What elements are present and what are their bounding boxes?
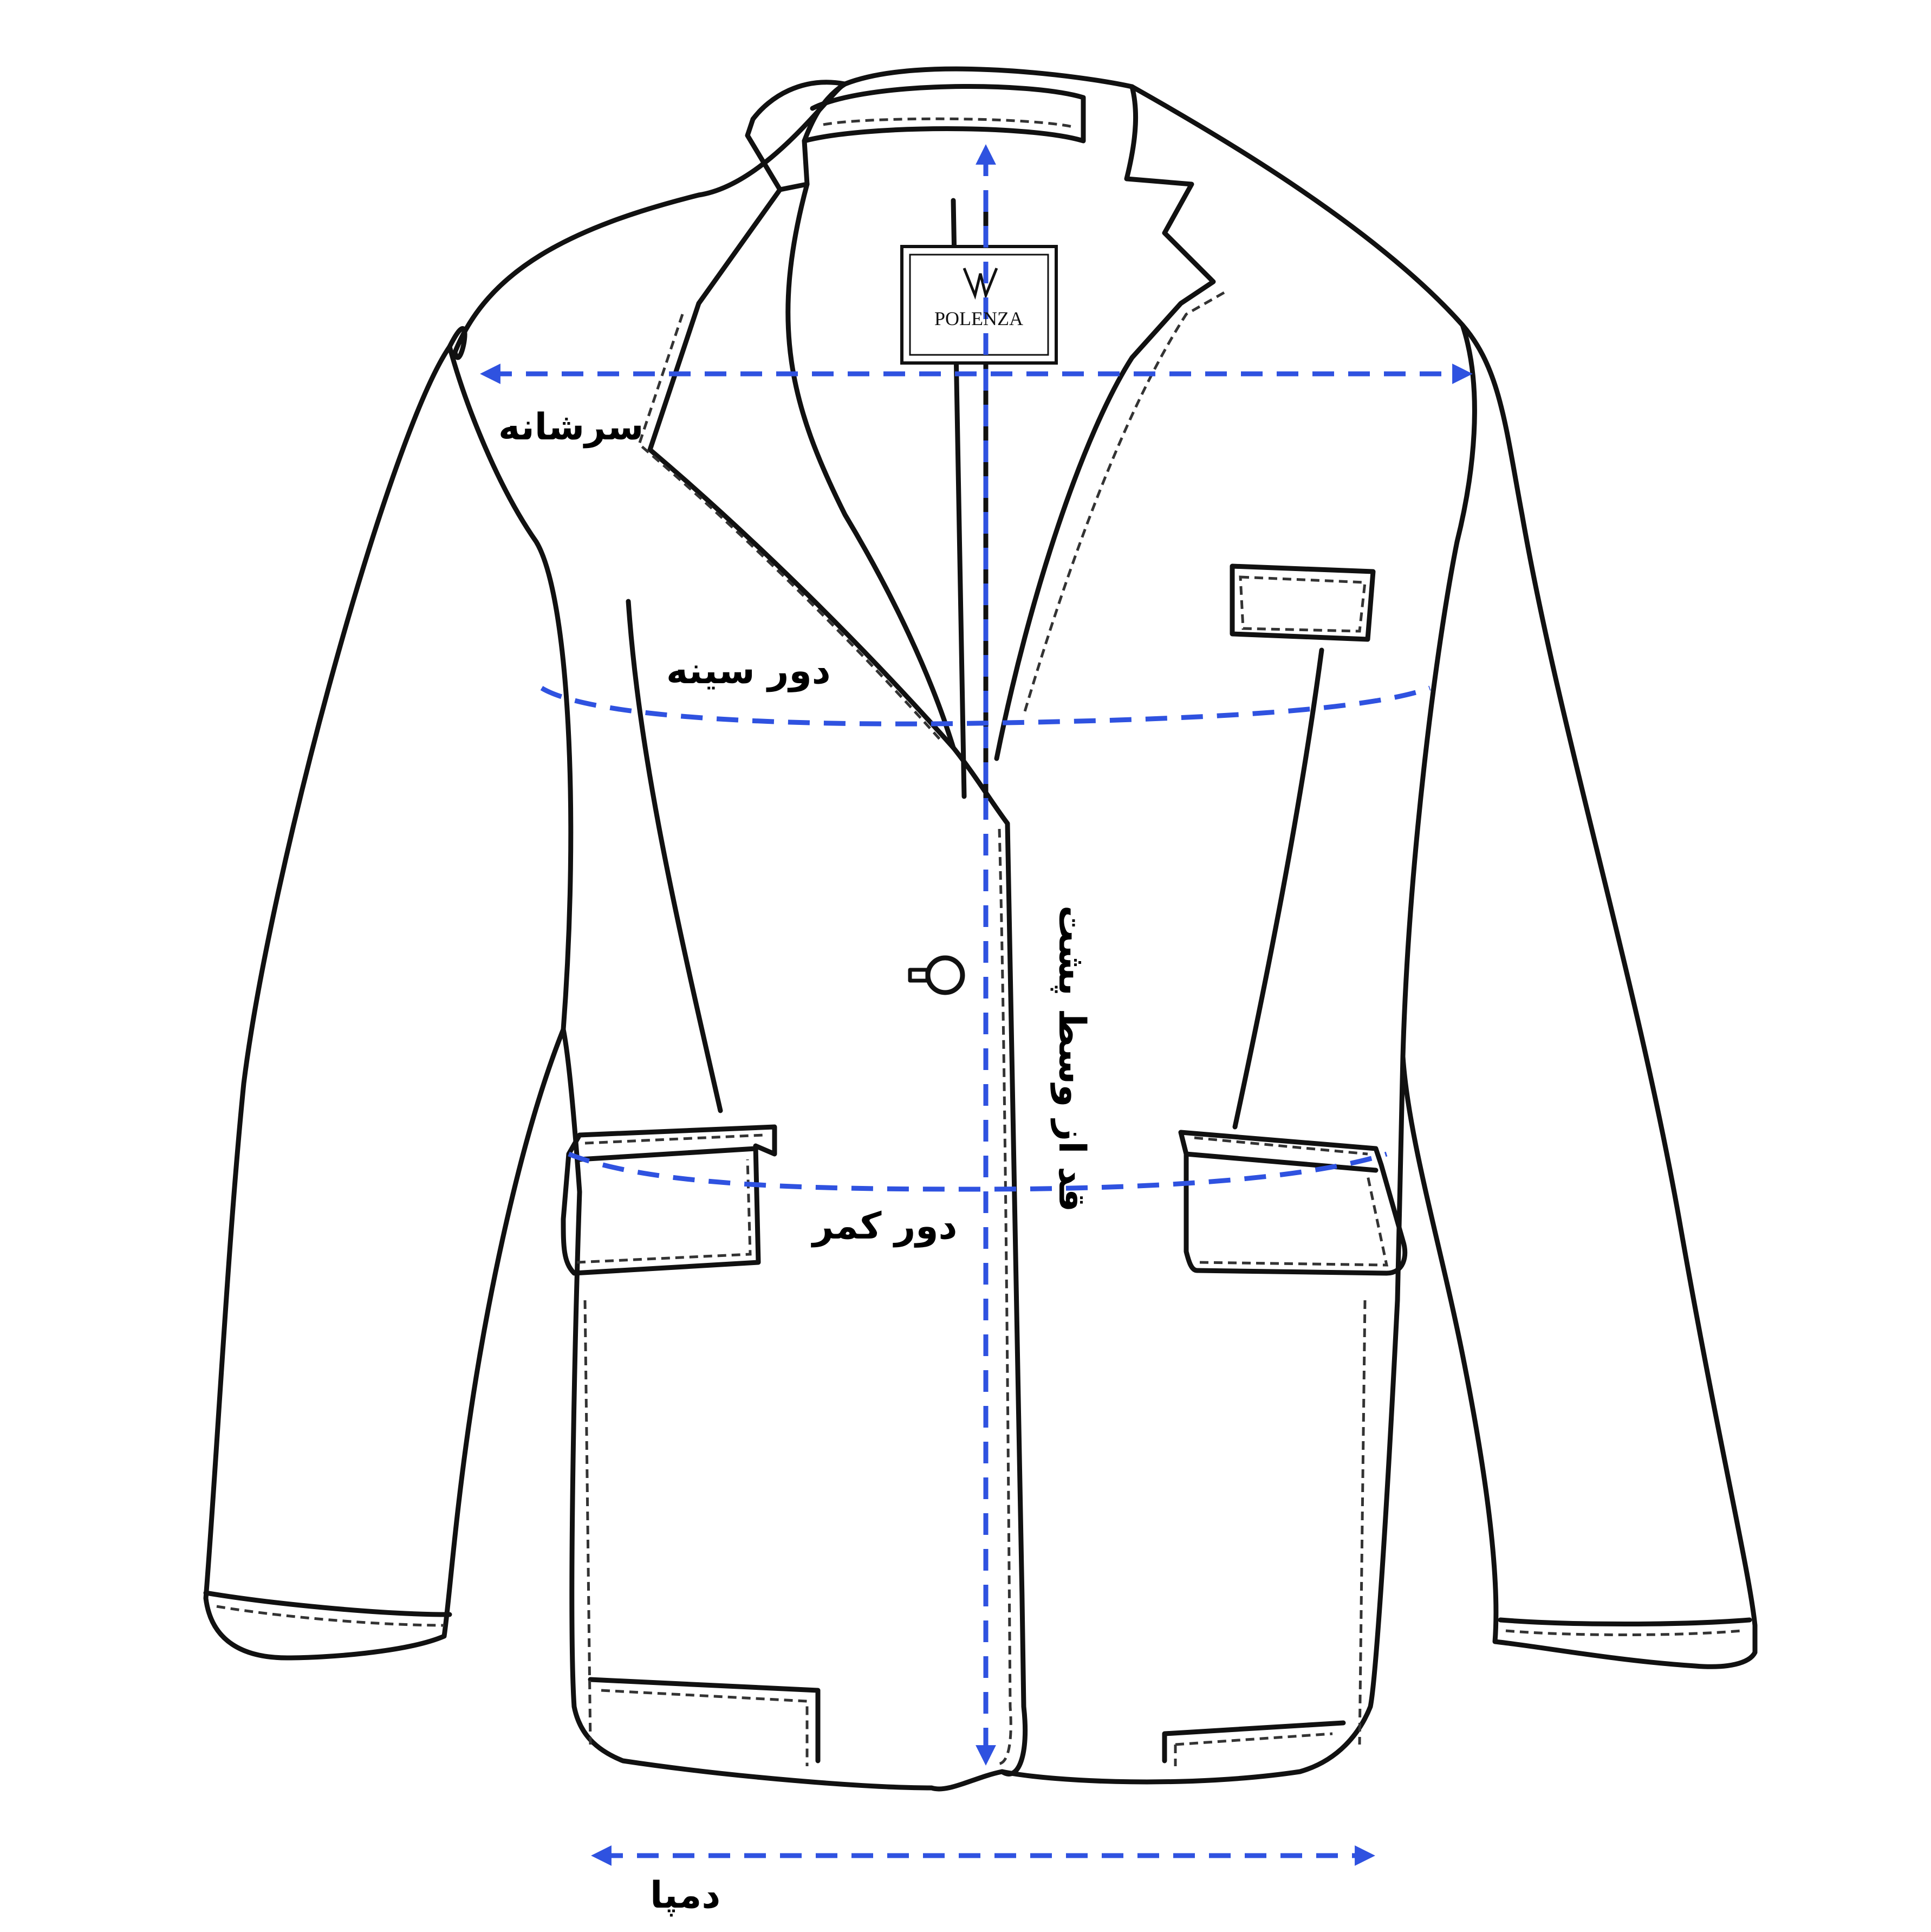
hem-label: دمپا	[650, 1874, 721, 1917]
length-label: قد از وسط پشت	[1050, 905, 1093, 1212]
jacket-body-outline	[203, 66, 1758, 1792]
shoulder-label: سرشانه	[498, 406, 644, 449]
left-lapel	[647, 187, 1028, 1777]
chest-label: دور سینه	[666, 650, 831, 692]
waist-measure-line	[568, 1151, 1388, 1192]
button	[925, 955, 965, 995]
waist-label: دور کمر	[812, 1205, 958, 1248]
chest-measure-line	[540, 685, 1431, 727]
chest-pocket	[1230, 563, 1376, 642]
brand-name: POLENZA	[934, 308, 1023, 329]
brand-label	[900, 245, 1058, 365]
right-pocket-flap	[1178, 1130, 1408, 1276]
